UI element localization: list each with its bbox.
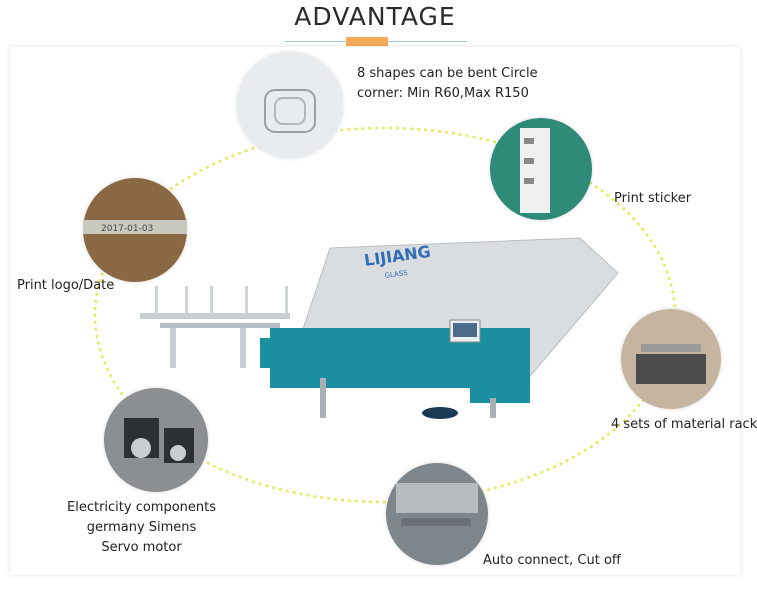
logo-date-label: Print logo/Date — [17, 278, 115, 293]
shapes-photo — [237, 52, 343, 158]
sticker-label: Print sticker — [614, 191, 692, 206]
material-rack-photo — [621, 309, 721, 409]
svg-text:2017-01-03: 2017-01-03 — [101, 224, 153, 234]
shapes-label: 8 shapes can be bent Circle corner: Min … — [357, 66, 538, 101]
sticker-photo — [490, 118, 592, 220]
cut-off-photo — [386, 463, 488, 565]
logo-date-photo: 2017-01-03 — [83, 178, 187, 282]
title-accent-bar — [346, 37, 388, 46]
material-rack-label: 4 sets of material rack — [611, 417, 757, 432]
cut-off-label: Auto connect, Cut off — [483, 553, 621, 568]
svg-text:GLASS: GLASS — [384, 269, 409, 280]
electricity-label: Electricity components germany Simens Se… — [67, 500, 217, 555]
bending-machine-illustration: LIJIANG GLASS — [140, 237, 619, 419]
electricity-photo — [104, 388, 208, 492]
page-title: ADVANTAGE — [294, 2, 456, 31]
